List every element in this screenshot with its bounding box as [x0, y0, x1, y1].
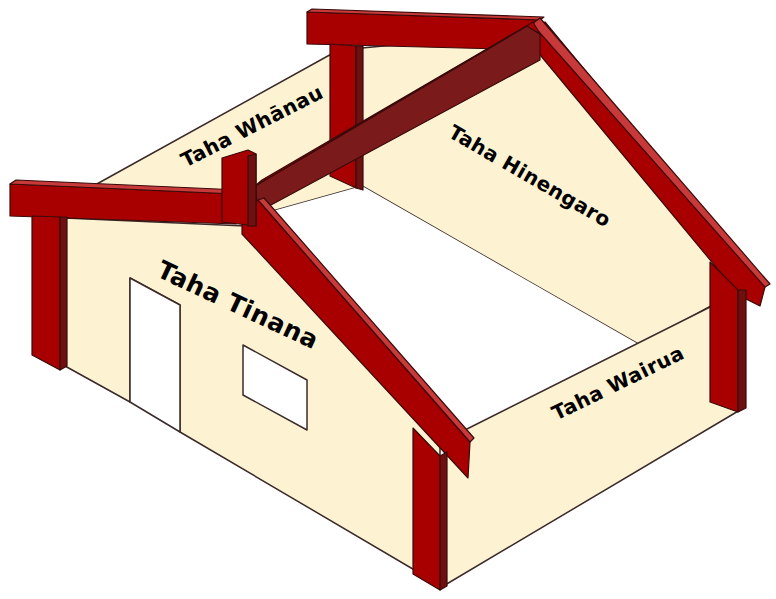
back-right-barge	[532, 22, 765, 306]
front-right-post-side	[440, 452, 447, 590]
back-right-post	[710, 262, 738, 412]
door	[130, 278, 180, 432]
front-left-post	[32, 216, 60, 370]
apex-post-side	[248, 154, 256, 226]
back-right-post-side	[738, 290, 746, 412]
back-barge-top	[307, 9, 544, 20]
back-right-barge-top	[532, 18, 770, 287]
front-wall	[65, 218, 440, 585]
front-left-barge-top	[10, 180, 240, 194]
apex-post	[222, 150, 256, 226]
front-right-barge	[242, 200, 470, 478]
back-left-post-side	[356, 46, 363, 190]
front-right-post	[413, 428, 440, 590]
right-wall	[445, 292, 740, 585]
window	[243, 345, 307, 430]
ridge-beam	[255, 26, 540, 212]
front-left-post-side	[60, 217, 67, 370]
